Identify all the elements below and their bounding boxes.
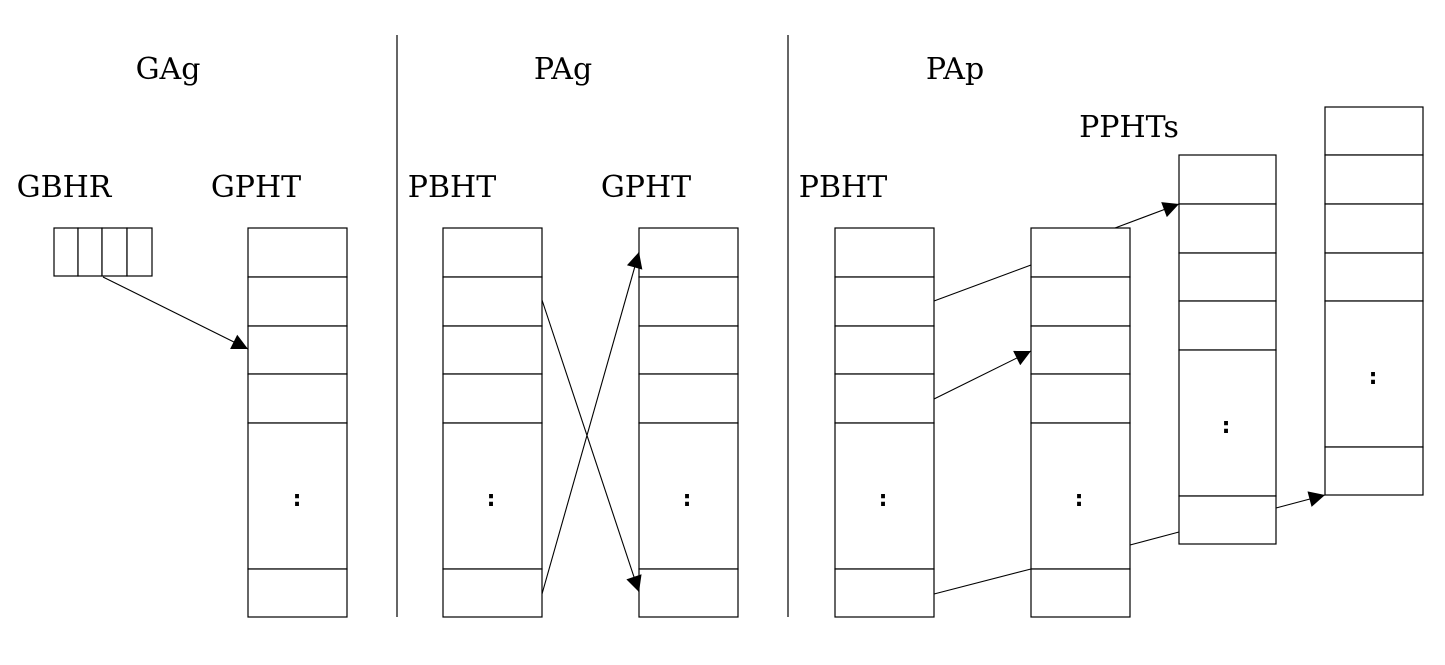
- table-row-ellipsis: [638, 422, 739, 570]
- table-row: [1030, 568, 1131, 618]
- index-arrow: [1114, 202, 1180, 229]
- table-row: [638, 325, 739, 375]
- ppht-table: :: [1324, 106, 1424, 496]
- index-arrow: [541, 251, 643, 595]
- ppht-table: :: [1178, 154, 1277, 545]
- table-row: [442, 568, 543, 618]
- table-row: [247, 568, 348, 618]
- table-row-ellipsis: [1178, 349, 1277, 497]
- table-row: [834, 568, 935, 618]
- section-title-gag: GAg: [136, 52, 201, 87]
- table-row-ellipsis: [1324, 300, 1424, 448]
- section-pag: PAg PBHT GPHT : :: [408, 52, 739, 618]
- table-row: [1324, 446, 1424, 496]
- ellipsis: :: [683, 487, 692, 512]
- register-bit: [53, 227, 79, 277]
- table-row-ellipsis: [247, 422, 348, 570]
- gpht-table: :: [247, 227, 348, 618]
- ellipsis: :: [293, 487, 302, 512]
- table-row: [1324, 154, 1424, 205]
- table-row: [442, 325, 543, 375]
- gpht-label: GPHT: [211, 170, 301, 205]
- table-row: [834, 325, 935, 375]
- ellipsis: :: [487, 487, 496, 512]
- ppht-table: :: [1030, 227, 1131, 618]
- table-row-ellipsis: [834, 422, 935, 570]
- section-title-pag: PAg: [534, 52, 592, 87]
- table-row: [1178, 154, 1277, 205]
- table-row: [638, 373, 739, 424]
- gpht-label: GPHT: [601, 170, 691, 205]
- pbht-table: :: [442, 227, 543, 618]
- ellipsis: :: [1369, 365, 1378, 390]
- table-row: [834, 227, 935, 278]
- table-row: [1178, 300, 1277, 351]
- table-row: [1178, 252, 1277, 302]
- table-row: [638, 276, 739, 327]
- register-bit: [126, 227, 153, 277]
- pphts-label: PPHTs: [1079, 110, 1179, 145]
- table-row: [1324, 106, 1424, 156]
- section-title-pap: PAp: [926, 52, 984, 87]
- table-row: [442, 276, 543, 327]
- table-row-ellipsis: [1030, 422, 1131, 570]
- gpht-table: :: [638, 227, 739, 618]
- table-row: [834, 276, 935, 327]
- table-row: [247, 227, 348, 278]
- table-row: [1324, 203, 1424, 254]
- index-arrow: [541, 299, 642, 593]
- gbhr-label: GBHR: [17, 170, 113, 205]
- table-row: [1178, 203, 1277, 254]
- table-row: [1324, 252, 1424, 302]
- gbhr-register: [53, 227, 153, 277]
- connector-line: [933, 264, 1032, 302]
- index-arrow: [1275, 491, 1326, 509]
- index-arrow: [933, 350, 1032, 400]
- pbht-table: :: [834, 227, 935, 618]
- table-row: [638, 227, 739, 278]
- table-row: [1030, 325, 1131, 375]
- section-pap: PAp PPHTs PBHT : : :: [799, 52, 1424, 618]
- table-row: [247, 325, 348, 375]
- table-row: [834, 373, 935, 424]
- table-row: [442, 227, 543, 278]
- table-row: [1030, 276, 1131, 327]
- connector-line: [933, 568, 1032, 595]
- pbht-label: PBHT: [408, 170, 496, 205]
- table-row: [638, 568, 739, 618]
- table-row-ellipsis: [442, 422, 543, 570]
- table-row: [247, 276, 348, 327]
- pbht-label: PBHT: [799, 170, 887, 205]
- table-row: [247, 373, 348, 424]
- table-row: [1178, 495, 1277, 545]
- table-row: [1030, 227, 1131, 278]
- table-row: [1030, 373, 1131, 424]
- section-gag: GAg GBHR GPHT :: [17, 52, 348, 618]
- register-bit: [77, 227, 103, 277]
- ellipsis: :: [1222, 414, 1231, 439]
- ellipsis: :: [879, 487, 888, 512]
- register-bit: [101, 227, 128, 277]
- connector-line: [1129, 531, 1180, 546]
- ellipsis: :: [1075, 487, 1084, 512]
- index-arrow: [102, 276, 249, 350]
- table-row: [442, 373, 543, 424]
